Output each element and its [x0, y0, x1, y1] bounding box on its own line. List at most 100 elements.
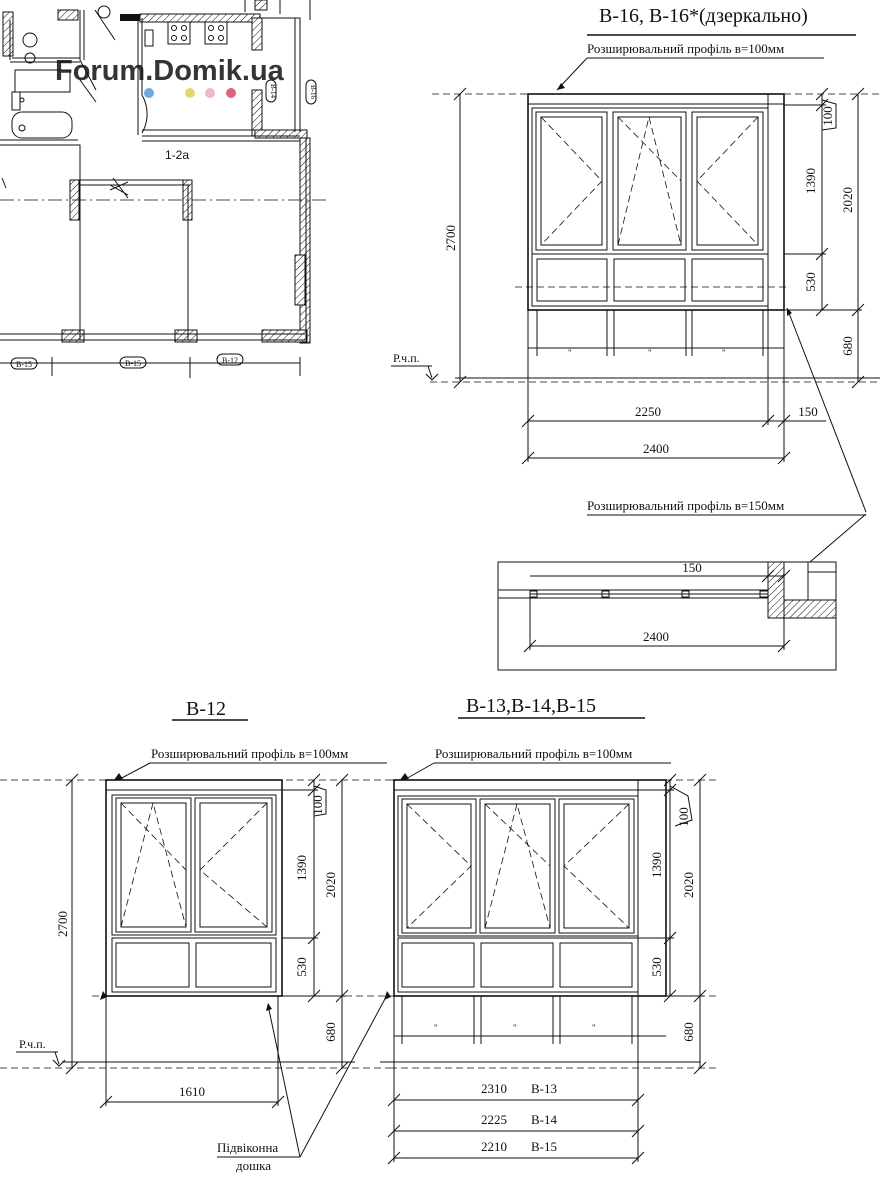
b16-section-note: Розширювальний профіль в=150мм — [587, 498, 784, 513]
b16-dim-sill: 680 — [840, 336, 855, 356]
axis-tag: В-12 — [222, 356, 238, 365]
elevation-b13: В-13,В-14,В-15 Розширювальний профіль в=… — [299, 695, 720, 1165]
b13-width-label: В-13 — [531, 1081, 557, 1096]
floor-plan: В-14 В-16 1-2a В-15 В-15 В-12 — [0, 0, 326, 378]
b16-profile-note: Розширювальний профіль в=100мм — [587, 41, 784, 56]
b13-panel — [480, 942, 554, 988]
b12-panel — [115, 942, 190, 988]
axis-tag: В-15 — [125, 359, 141, 368]
svg-text:": " — [568, 348, 572, 358]
svg-text:": " — [592, 1023, 596, 1033]
plan-wall — [57, 9, 79, 21]
b12-dim-bottom-panel: 530 — [294, 957, 309, 977]
watermark-dot — [205, 88, 215, 98]
b16-dim-top-sash: 1390 — [803, 168, 818, 194]
b12-dim-width: 1610 — [179, 1084, 205, 1099]
b16-section-dim-width: 2400 — [643, 629, 669, 644]
b16-frame — [527, 93, 785, 311]
b12-sill-note-line1: Підвіконна — [217, 1140, 278, 1155]
sink — [204, 21, 228, 45]
watermark-dot — [185, 88, 195, 98]
b12-sash-2 — [194, 797, 273, 933]
svg-text:": " — [513, 1023, 517, 1033]
b13-dim-sill: 680 — [681, 1022, 696, 1042]
b13-width-label: В-15 — [531, 1139, 557, 1154]
plan-wall — [254, 0, 268, 11]
b13-width-value: 2210 — [481, 1139, 507, 1154]
b16-dim-total-height: 2700 — [443, 225, 458, 251]
plan-wall — [139, 13, 261, 23]
b16-dim-top-profile: 100 — [820, 106, 835, 126]
plan-wall-tag: В-14 — [269, 84, 277, 99]
b16-dim-bottom-panel: 530 — [803, 272, 818, 292]
watermark-dot — [144, 88, 154, 98]
bathtub — [11, 111, 73, 139]
plan-wall — [2, 11, 14, 57]
b13-profile-note: Розширювальний профіль в=100мм — [435, 746, 632, 761]
b12-dim-sill: 680 — [323, 1022, 338, 1042]
b12-dim-upper-part: 2020 — [323, 872, 338, 898]
svg-text:": " — [722, 348, 726, 358]
b13-width-value: 2225 — [481, 1112, 507, 1127]
b16-sash-2 — [612, 111, 687, 251]
b13-panel — [401, 942, 475, 988]
b16-section: 150 2400 — [497, 560, 837, 671]
b16-dim-total-width: 2400 — [643, 441, 669, 456]
room-label: 1-2a — [165, 148, 189, 162]
b12-sash-1 — [115, 797, 192, 933]
plan-wall — [174, 329, 198, 343]
b16-panel — [691, 258, 764, 302]
b13-dim-top-profile: 100 — [676, 807, 691, 827]
b16-section-dim-profile: 150 — [682, 560, 702, 575]
b13-railing: " " " — [394, 996, 666, 1044]
b13-frame — [393, 779, 667, 997]
b13-panel — [559, 942, 633, 988]
b12-dim-top-profile: 100 — [310, 795, 325, 815]
b16-sash-3 — [691, 111, 764, 251]
b12-dim-top-sash: 1390 — [294, 855, 309, 881]
b12-dim-total-height: 2700 — [55, 911, 70, 937]
plan-wall — [294, 254, 306, 306]
plan-wall — [251, 89, 263, 137]
watermark: Forum.Domik.ua — [55, 55, 285, 98]
b12-floor-label: Р.ч.п. — [19, 1037, 46, 1051]
plan-wall — [299, 137, 311, 344]
b16-dim-profile-side: 150 — [798, 404, 818, 419]
b16-floor-label: Р.ч.п. — [393, 351, 420, 365]
b16-title: В-16, В-16*(дзеркально) — [599, 5, 808, 27]
b16-dim-frame-width: 2250 — [635, 404, 661, 419]
plan-wall — [251, 17, 263, 51]
plan-wall-tag: В-16 — [309, 85, 317, 100]
b12-frame — [105, 779, 283, 997]
b13-dim-upper-part: 2020 — [681, 872, 696, 898]
b16-panel — [613, 258, 686, 302]
watermark-dot — [226, 88, 236, 98]
svg-text:": " — [434, 1023, 438, 1033]
b16-sash-1 — [535, 111, 608, 251]
b13-width-value: 2310 — [481, 1081, 507, 1096]
b13-title: В-13,В-14,В-15 — [466, 695, 596, 717]
b16-dim-upper-part: 2020 — [840, 187, 855, 213]
plan-wall — [61, 329, 85, 343]
b12-title: В-12 — [186, 698, 226, 720]
axis-tag: В-15 — [16, 360, 32, 369]
b12-panel — [195, 942, 272, 988]
b16-railing: " " " — [528, 310, 784, 358]
plan-wall — [261, 329, 308, 343]
b13-sash-2 — [479, 798, 556, 934]
stove — [167, 21, 191, 45]
b13-dim-top-sash: 1390 — [649, 852, 664, 878]
b13-sash-3 — [558, 798, 635, 934]
b13-dim-bottom-panel: 530 — [649, 957, 664, 977]
b16-panel — [536, 258, 608, 302]
svg-text:": " — [648, 348, 652, 358]
b12-sill-note-line2: дошка — [236, 1158, 271, 1173]
plan-wall — [254, 129, 308, 139]
b13-sash-1 — [401, 798, 477, 934]
elevation-b16: В-16, В-16*(дзеркально) Розширювальний п… — [391, 5, 881, 671]
b12-profile-note: Розширювальний профіль в=100мм — [151, 746, 348, 761]
b13-width-label: В-14 — [531, 1112, 558, 1127]
watermark-text: Forum.Domik.ua — [55, 55, 285, 87]
elevation-b12: В-12 Розширювальний профіль в=100мм 2700 — [0, 698, 390, 1173]
